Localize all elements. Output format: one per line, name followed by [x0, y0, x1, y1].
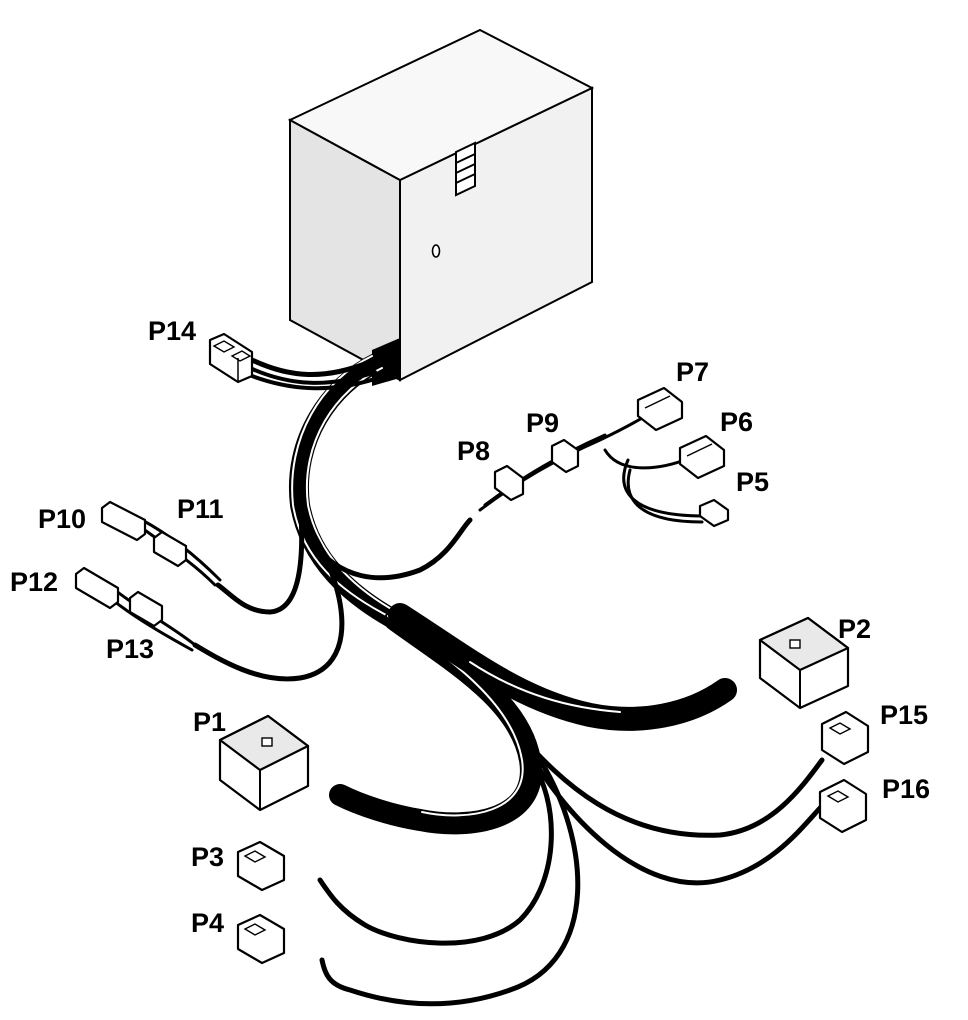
label-P12: P12 — [10, 567, 58, 597]
connector-P16 — [818, 778, 868, 834]
connector-P13 — [128, 590, 164, 628]
connector-P9 — [550, 438, 580, 474]
label-P13: P13 — [106, 634, 154, 664]
power-supply-unit — [287, 28, 595, 386]
connector-P11 — [152, 530, 188, 568]
connector-P7 — [636, 386, 684, 432]
psu-voltage-switch — [455, 141, 476, 197]
connector-P8 — [493, 464, 525, 502]
label-P3: P3 — [191, 842, 224, 872]
label-P2: P2 — [838, 614, 871, 644]
connector-P1 — [218, 714, 310, 812]
psu-mounting-hole — [431, 244, 441, 258]
connector-P14 — [208, 332, 254, 384]
label-P10: P10 — [38, 504, 86, 534]
label-P6: P6 — [720, 407, 753, 437]
connector-P12 — [74, 566, 120, 610]
label-P5: P5 — [736, 467, 769, 497]
cable-harness — [108, 352, 825, 1007]
connector-P10 — [100, 500, 147, 542]
label-P7: P7 — [676, 357, 709, 387]
label-P14: P14 — [148, 316, 196, 346]
connector-labels: P14 P7 P6 P9 P8 P5 P11 P10 P12 P13 P2 P1… — [10, 316, 930, 938]
label-P11: P11 — [177, 494, 224, 524]
label-P8: P8 — [457, 436, 490, 466]
label-P4: P4 — [191, 908, 224, 938]
connector-P3 — [236, 840, 286, 892]
connector-P4 — [236, 913, 286, 965]
psu-top-face — [287, 28, 595, 182]
connector-P6 — [678, 434, 726, 480]
label-P9: P9 — [526, 408, 559, 438]
connector-P5 — [698, 498, 730, 528]
label-P15: P15 — [880, 700, 928, 730]
connector-P15 — [820, 710, 870, 766]
label-P1: P1 — [193, 707, 226, 737]
label-P16: P16 — [882, 774, 930, 804]
connector-P2 — [758, 616, 850, 710]
